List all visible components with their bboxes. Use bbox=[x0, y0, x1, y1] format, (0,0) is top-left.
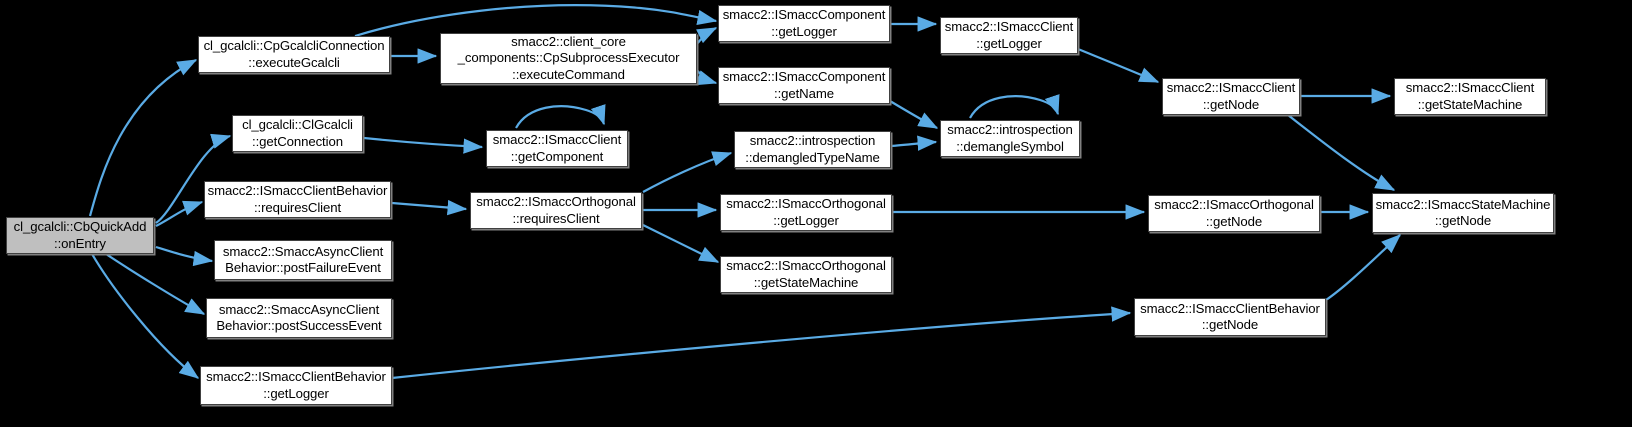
graph-edge bbox=[515, 104, 606, 129]
graph-edge bbox=[88, 59, 198, 217]
graph-node-label: smacc2::introspection ::demangleSymbol bbox=[947, 122, 1073, 154]
graph-node[interactable]: smacc2::ISmaccClient ::getNode bbox=[1162, 78, 1300, 115]
graph-edge bbox=[1325, 234, 1401, 301]
graph-node-label: smacc2::client_core _components::CpSubpr… bbox=[457, 34, 680, 82]
graph-node[interactable]: smacc2::ISmaccOrthogonal ::requiresClien… bbox=[470, 192, 642, 229]
graph-node[interactable]: smacc2::ISmaccOrthogonal ::getLogger bbox=[720, 194, 892, 231]
graph-node-label: smacc2::ISmaccClientBehavior ::requiresC… bbox=[207, 183, 388, 215]
graph-node-label: cl_gcalcli::CbQuickAdd ::onEntry bbox=[13, 219, 147, 251]
graph-node[interactable]: smacc2::ISmaccClient ::getComponent bbox=[486, 130, 628, 167]
graph-edge bbox=[1287, 114, 1396, 191]
graph-node[interactable]: smacc2::ISmaccClient ::getStateMachine bbox=[1394, 78, 1546, 115]
graph-node[interactable]: smacc2::introspection ::demangleSymbol bbox=[940, 120, 1080, 157]
graph-node-label: smacc2::SmaccAsyncClient Behavior::postF… bbox=[222, 243, 384, 275]
graph-node-label: smacc2::ISmaccClient ::getLogger bbox=[944, 19, 1074, 51]
graph-edge bbox=[155, 245, 214, 267]
graph-node[interactable]: smacc2::ISmaccStateMachine ::getNode bbox=[1372, 193, 1554, 233]
graph-node[interactable]: smacc2::ISmaccClientBehavior ::getLogger bbox=[200, 366, 392, 405]
graph-edge bbox=[889, 100, 939, 129]
graph-node-label: smacc2::ISmaccOrthogonal ::getNode bbox=[1154, 197, 1314, 229]
graph-node[interactable]: smacc2::ISmaccOrthogonal ::getNode bbox=[1148, 195, 1320, 232]
graph-node-label: smacc2::ISmaccComponent ::getName bbox=[722, 69, 886, 101]
graph-edge bbox=[696, 69, 718, 86]
graph-node[interactable]: smacc2::ISmaccComponent ::getLogger bbox=[718, 5, 890, 42]
graph-node[interactable]: smacc2::ISmaccOrthogonal ::getStateMachi… bbox=[720, 256, 892, 293]
graph-node-label: smacc2::ISmaccOrthogonal ::requiresClien… bbox=[476, 194, 636, 226]
graph-node-label: smacc2::ISmaccComponent ::getLogger bbox=[722, 7, 886, 39]
graph-edge bbox=[696, 27, 718, 45]
graph-node[interactable]: smacc2::introspection ::demangledTypeNam… bbox=[734, 131, 891, 168]
graph-node-label: smacc2::ISmaccClientBehavior ::getNode bbox=[1140, 300, 1320, 332]
graph-node-label: smacc2::ISmaccClient ::getStateMachine bbox=[1405, 80, 1535, 112]
graph-node[interactable]: cl_gcalcli::ClGcalcli ::getConnection bbox=[232, 115, 363, 152]
graph-edge bbox=[391, 306, 1132, 380]
graph-edge bbox=[155, 133, 232, 224]
graph-node-label: smacc2::SmaccAsyncClient Behavior::postS… bbox=[216, 301, 382, 333]
graph-node-label: smacc2::ISmaccClientBehavior ::getLogger bbox=[206, 369, 386, 401]
graph-edge bbox=[642, 151, 733, 193]
graph-node[interactable]: smacc2::ISmaccComponent ::getName bbox=[718, 67, 890, 104]
graph-node-label: smacc2::ISmaccClient ::getComponent bbox=[492, 132, 622, 164]
graph-edge bbox=[363, 136, 484, 154]
graph-edge bbox=[890, 135, 938, 151]
graph-node[interactable]: smacc2::SmaccAsyncClient Behavior::postF… bbox=[214, 240, 392, 280]
graph-node[interactable]: smacc2::client_core _components::CpSubpr… bbox=[440, 33, 697, 84]
graph-node[interactable]: smacc2::SmaccAsyncClient Behavior::postS… bbox=[206, 298, 392, 338]
graph-edge bbox=[91, 253, 200, 379]
graph-edge bbox=[354, 4, 718, 38]
graph-edge bbox=[391, 199, 468, 216]
graph-node-label: cl_gcalcli::ClGcalcli ::getConnection bbox=[242, 117, 353, 149]
graph-node[interactable]: smacc2::ISmaccClientBehavior ::getNode bbox=[1134, 298, 1326, 336]
graph-node[interactable]: smacc2::ISmaccClientBehavior ::requiresC… bbox=[204, 181, 391, 218]
graph-edge bbox=[155, 200, 204, 227]
graph-edge bbox=[1077, 47, 1160, 84]
graph-node-label: smacc2::introspection ::demangledTypeNam… bbox=[745, 133, 880, 165]
graph-node-label: smacc2::ISmaccStateMachine ::getNode bbox=[1375, 196, 1551, 228]
graph-node-label: smacc2::ISmaccClient ::getNode bbox=[1166, 80, 1296, 112]
graph-node-label: smacc2::ISmaccOrthogonal ::getLogger bbox=[726, 196, 886, 228]
graph-node[interactable]: cl_gcalcli::CbQuickAdd ::onEntry bbox=[6, 217, 154, 254]
graph-edge bbox=[105, 253, 206, 315]
graph-edge bbox=[642, 224, 720, 263]
graph-node[interactable]: smacc2::ISmaccClient ::getLogger bbox=[940, 17, 1078, 54]
graph-edge bbox=[969, 94, 1060, 119]
graph-node-label: smacc2::ISmaccOrthogonal ::getStateMachi… bbox=[726, 258, 886, 290]
graph-node[interactable]: cl_gcalcli::CpGcalcliConnection ::execut… bbox=[198, 36, 390, 73]
graph-node-label: cl_gcalcli::CpGcalcliConnection ::execut… bbox=[203, 38, 385, 70]
